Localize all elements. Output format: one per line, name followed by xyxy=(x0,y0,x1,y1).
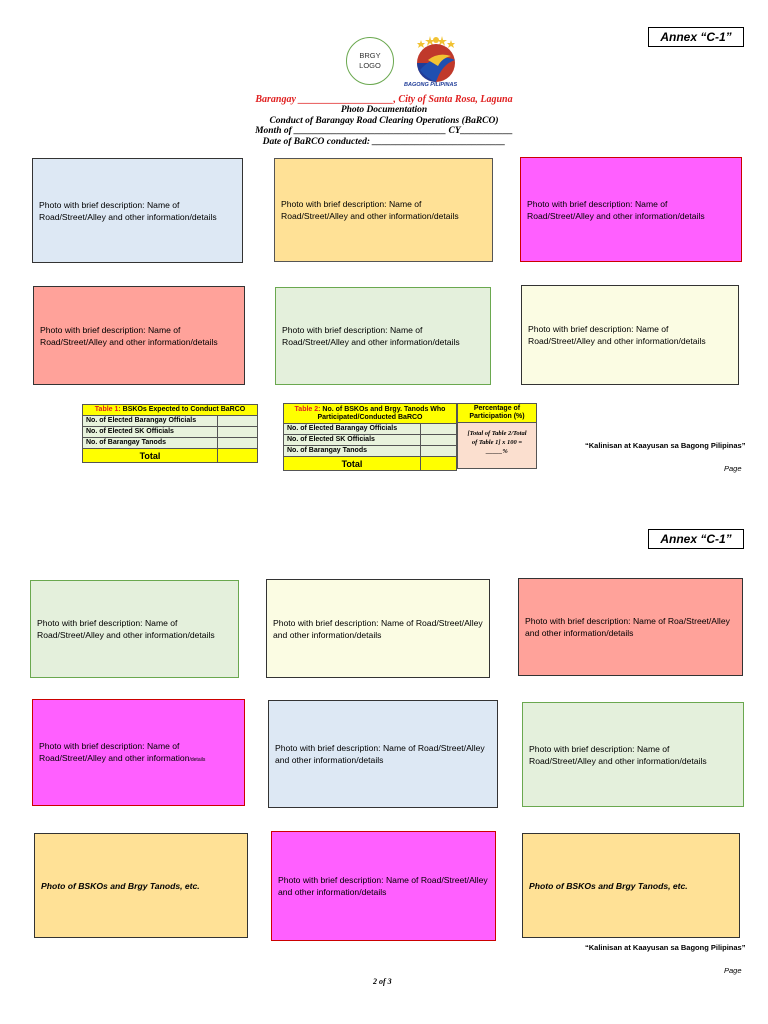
table-1: Table 1: BSKOs Expected to Conduct BaRCO… xyxy=(82,404,258,463)
table-total: Total xyxy=(82,448,218,463)
header-subtitle: Conduct of Barangay Road Clearing Operat… xyxy=(269,116,499,126)
photo-box: Photo with brief description: Name of Ro… xyxy=(266,579,490,678)
bagong-pilipinas-text: BAGONG PILIPINAS xyxy=(404,82,458,88)
table-row: No. of Elected SK Officials xyxy=(82,426,218,438)
photo-box: Photo with brief description: Name of Ro… xyxy=(275,287,491,385)
table-2-title-line2: Participated/Conducted BaRCO xyxy=(317,413,423,421)
photo-box-text: Photo with brief description: Name of Ro… xyxy=(39,740,238,766)
table-1-header: Table 1: BSKOs Expected to Conduct BaRCO xyxy=(82,404,258,416)
table-1-tag: Table 1: xyxy=(94,406,121,413)
motto: “Kalinisan at Kaayusan sa Bagong Pilipin… xyxy=(585,943,746,952)
percentage-formula-line1: [Total of Table 2/Total xyxy=(467,430,527,437)
table-total-cell[interactable] xyxy=(420,456,457,471)
photo-box: Photo with brief description: Name of Ro… xyxy=(271,831,496,941)
photo-box: Photo with brief description: Name of Ro… xyxy=(520,157,742,262)
photo-text-main: Photo with brief description: Name of Ro… xyxy=(39,740,190,763)
annex-label: Annex “C-1” xyxy=(648,27,744,47)
table-cell-empty[interactable] xyxy=(420,434,457,446)
table-cell-empty[interactable] xyxy=(217,437,258,449)
bagong-pilipinas-emblem-icon xyxy=(417,36,455,82)
motto: “Kalinisan at Kaayusan sa Bagong Pilipin… xyxy=(585,441,746,450)
photo-text-tail: /details xyxy=(189,756,206,763)
photo-box: Photo with brief description: Name of Ro… xyxy=(30,580,239,678)
brgy-logo: BRGY LOGO xyxy=(346,37,394,85)
table-row: No. of Elected SK Officials xyxy=(283,434,421,446)
page-label: Page xyxy=(724,464,742,473)
table-total-cell[interactable] xyxy=(217,448,258,463)
table-total: Total xyxy=(283,456,421,471)
bagong-pilipinas-logo xyxy=(406,30,466,90)
table-2-header: Table 2: No. of BSKOs and Brgy. Tanods W… xyxy=(283,403,457,424)
photo-box: Photo with brief description: Name of Ro… xyxy=(32,699,245,806)
percentage-header-line1: Percentage of xyxy=(473,405,521,412)
table-2-title-line1: No. of BSKOs and Brgy. Tanods Who xyxy=(320,405,446,413)
table-1-title: BSKOs Expected to Conduct BaRCO xyxy=(120,406,246,413)
percentage-formula-line2: of Table 1] x 100 = xyxy=(471,439,523,446)
barangay-city: City of Santa Rosa, Laguna xyxy=(398,94,513,105)
table-cell-empty[interactable] xyxy=(217,426,258,438)
barangay-prefix: Barangay ___________________, xyxy=(255,94,399,105)
header-month-line: Month of _______________________________… xyxy=(255,126,513,136)
percentage-formula: [Total of Table 2/Total of Table 1] x 100… xyxy=(457,422,537,469)
table-2: Table 2: No. of BSKOs and Brgy. Tanods W… xyxy=(283,403,457,471)
table-cell-empty[interactable] xyxy=(420,423,457,435)
photo-box: Photo with brief description: Name of Ro… xyxy=(32,158,243,263)
header-title: Photo Documentation xyxy=(340,105,428,115)
page-label: Page xyxy=(724,966,742,975)
photo-box-bskos: Photo of BSKOs and Brgy Tanods, etc. xyxy=(34,833,248,938)
percentage-header-line2: Participation (%) xyxy=(469,413,525,420)
photo-box: Photo with brief description: Name of Ro… xyxy=(518,578,743,676)
table-2-tag: Table 2: xyxy=(294,405,321,413)
photo-box: Photo with brief description: Name of Ro… xyxy=(274,158,493,262)
photo-box-bskos: Photo of BSKOs and Brgy Tanods, etc. xyxy=(522,833,740,938)
table-cell-empty[interactable] xyxy=(217,415,258,427)
photo-box: Photo with brief description: Name of Ro… xyxy=(268,700,498,808)
photo-box: Photo with brief description: Name of Ro… xyxy=(522,702,744,807)
table-cell-empty[interactable] xyxy=(420,445,457,457)
photo-box: Photo with brief description: Name of Ro… xyxy=(521,285,739,385)
barangay-line: Barangay ___________________, City of Sa… xyxy=(0,95,768,105)
table-row: No. of Elected Barangay Officials xyxy=(82,415,218,427)
table-row: No. of Elected Barangay Officials xyxy=(283,423,421,435)
table-row: No. of Barangay Tanods xyxy=(283,445,421,457)
table-row: No. of Barangay Tanods xyxy=(82,437,218,449)
percentage-formula-line3: _____% xyxy=(486,448,508,455)
photo-box: Photo with brief description: Name of Ro… xyxy=(33,286,245,385)
annex-label: Annex “C-1” xyxy=(648,529,744,549)
page-number: 2 of 3 xyxy=(373,977,392,986)
header-date-line: Date of BaRCO conducted: _______________… xyxy=(262,137,506,147)
